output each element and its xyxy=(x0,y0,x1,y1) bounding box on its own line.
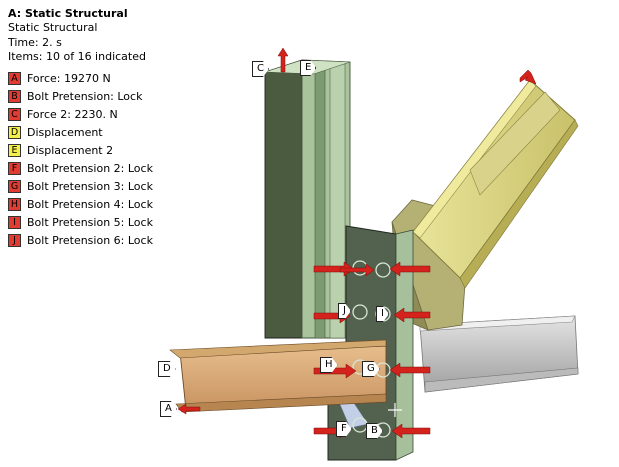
legend-item-d[interactable]: D Displacement xyxy=(8,124,153,142)
tag-f[interactable]: F xyxy=(336,421,352,437)
legend-label-b: Bolt Pretension: Lock xyxy=(27,90,143,103)
boundary-condition-list: A Force: 19270 N B Bolt Pretension: Lock… xyxy=(8,70,153,250)
badge-b: B xyxy=(8,90,21,103)
legend-item-c[interactable]: C Force 2: 2230. N xyxy=(8,106,153,124)
legend-item-j[interactable]: J Bolt Pretension 6: Lock xyxy=(8,232,153,250)
legend-label-a: Force: 19270 N xyxy=(27,72,111,85)
badge-a: A xyxy=(8,72,21,85)
items-indicated: Items: 10 of 16 indicated xyxy=(8,50,146,63)
time-readout: Time: 2. s xyxy=(8,35,62,49)
tag-i[interactable]: I xyxy=(376,306,389,322)
tag-j[interactable]: J xyxy=(338,303,351,319)
badge-j: J xyxy=(8,234,21,247)
tag-b[interactable]: B xyxy=(366,423,383,439)
legend-label-c: Force 2: 2230. N xyxy=(27,108,118,121)
analysis-legend: A: Static Structural Static Structural T… xyxy=(8,6,153,250)
analysis-title: A: Static Structural xyxy=(8,7,128,20)
badge-e: E xyxy=(8,144,21,157)
legend-item-i[interactable]: I Bolt Pretension 5: Lock xyxy=(8,214,153,232)
badge-h: H xyxy=(8,198,21,211)
legend-label-g: Bolt Pretension 3: Lock xyxy=(27,180,153,193)
tag-h[interactable]: H xyxy=(320,357,338,373)
badge-f: F xyxy=(8,162,21,175)
yellow-diagonal-beam xyxy=(412,79,579,289)
legend-label-d: Displacement xyxy=(27,126,103,139)
brown-beam xyxy=(169,339,387,413)
legend-label-i: Bolt Pretension 5: Lock xyxy=(27,216,153,229)
tag-a[interactable]: A xyxy=(160,401,177,417)
badge-g: G xyxy=(8,180,21,193)
tag-c[interactable]: C xyxy=(252,61,269,77)
legend-item-b[interactable]: B Bolt Pretension: Lock xyxy=(8,88,153,106)
green-column xyxy=(264,59,351,339)
legend-label-h: Bolt Pretension 4: Lock xyxy=(27,198,153,211)
legend-item-h[interactable]: H Bolt Pretension 4: Lock xyxy=(8,196,153,214)
legend-item-f[interactable]: F Bolt Pretension 2: Lock xyxy=(8,160,153,178)
grey-beam xyxy=(419,315,579,393)
tag-g[interactable]: G xyxy=(362,361,380,377)
legend-item-g[interactable]: G Bolt Pretension 3: Lock xyxy=(8,178,153,196)
legend-label-e: Displacement 2 xyxy=(27,144,114,157)
analysis-type: Static Structural xyxy=(8,21,98,34)
legend-label-f: Bolt Pretension 2: Lock xyxy=(27,162,153,175)
tag-e[interactable]: E xyxy=(300,60,316,76)
legend-item-a[interactable]: A Force: 19270 N xyxy=(8,70,153,88)
legend-label-j: Bolt Pretension 6: Lock xyxy=(27,234,153,247)
badge-i: I xyxy=(8,216,21,229)
badge-c: C xyxy=(8,108,21,121)
badge-d: D xyxy=(8,126,21,139)
legend-item-e[interactable]: E Displacement 2 xyxy=(8,142,153,160)
tag-d[interactable]: D xyxy=(158,361,176,377)
